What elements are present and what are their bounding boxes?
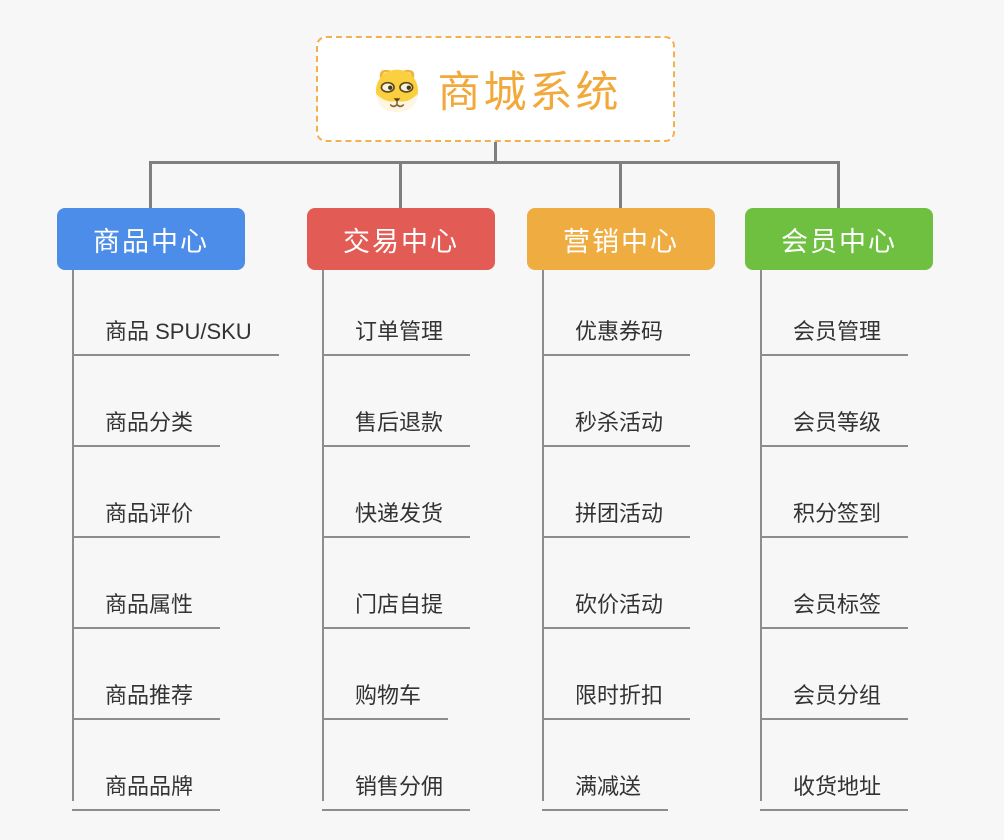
dog-face-icon bbox=[370, 62, 424, 116]
node-item-label: 门店自提 bbox=[355, 592, 444, 617]
node-item[interactable]: 会员等级 bbox=[760, 356, 909, 447]
branch-label: 交易中心 bbox=[343, 226, 459, 257]
branch-label: 营销中心 bbox=[563, 226, 679, 257]
node-item-label: 会员管理 bbox=[793, 319, 882, 344]
branch-items-marketing: 优惠券码 秒杀活动 拼团活动 砍价活动 限时折扣 满减送 bbox=[542, 265, 691, 811]
node-item-label: 销售分佣 bbox=[355, 774, 444, 799]
node-item[interactable]: 优惠券码 bbox=[542, 265, 691, 356]
node-item[interactable]: 商品分类 bbox=[72, 356, 221, 447]
node-item[interactable]: 商品推荐 bbox=[72, 629, 221, 720]
node-item-label: 优惠券码 bbox=[575, 319, 664, 344]
node-item-label: 快递发货 bbox=[355, 501, 444, 526]
node-item-label: 售后退款 bbox=[355, 410, 444, 435]
node-item-label: 订单管理 bbox=[355, 319, 444, 344]
node-item[interactable]: 销售分佣 bbox=[322, 720, 471, 811]
branch-items-product: 商品 SPU/SKU 商品分类 商品评价 商品属性 商品推荐 商品品牌 bbox=[72, 265, 279, 811]
connector-drop-trade bbox=[399, 161, 402, 209]
node-item[interactable]: 快递发货 bbox=[322, 447, 471, 538]
node-item-label: 砍价活动 bbox=[575, 592, 664, 617]
node-item[interactable]: 会员标签 bbox=[760, 538, 909, 629]
node-item[interactable]: 商品 SPU/SKU bbox=[72, 265, 279, 356]
root-title: 商城系统 bbox=[437, 69, 622, 117]
connector-root-stub bbox=[494, 142, 497, 163]
connector-drop-member bbox=[837, 161, 840, 209]
node-item-label: 积分签到 bbox=[793, 501, 882, 526]
node-item[interactable]: 收货地址 bbox=[760, 720, 909, 811]
connector-rail bbox=[149, 161, 840, 164]
node-item[interactable]: 商品评价 bbox=[72, 447, 221, 538]
node-item[interactable]: 限时折扣 bbox=[542, 629, 691, 720]
connector-stem bbox=[760, 270, 762, 801]
node-item[interactable]: 订单管理 bbox=[322, 265, 471, 356]
branch-trade-center[interactable]: 交易中心 bbox=[307, 208, 495, 270]
node-item[interactable]: 秒杀活动 bbox=[542, 356, 691, 447]
node-item-label: 商品 SPU/SKU bbox=[105, 319, 252, 344]
connector-stem bbox=[72, 270, 74, 801]
branch-marketing-center[interactable]: 营销中心 bbox=[527, 208, 715, 270]
node-item-label: 商品属性 bbox=[105, 592, 194, 617]
node-item[interactable]: 砍价活动 bbox=[542, 538, 691, 629]
node-item[interactable]: 拼团活动 bbox=[542, 447, 691, 538]
node-item-label: 商品分类 bbox=[105, 410, 194, 435]
node-item-label: 收货地址 bbox=[793, 774, 882, 799]
node-item[interactable]: 售后退款 bbox=[322, 356, 471, 447]
node-item-label: 会员分组 bbox=[793, 683, 882, 708]
branch-label: 会员中心 bbox=[781, 226, 897, 257]
branch-member-center[interactable]: 会员中心 bbox=[745, 208, 933, 270]
branch-product-center[interactable]: 商品中心 bbox=[57, 208, 245, 270]
node-item[interactable]: 会员分组 bbox=[760, 629, 909, 720]
node-item-label: 商品品牌 bbox=[105, 774, 194, 799]
node-item[interactable]: 购物车 bbox=[322, 629, 449, 720]
node-item[interactable]: 积分签到 bbox=[760, 447, 909, 538]
connector-stem bbox=[322, 270, 324, 801]
node-item-label: 拼团活动 bbox=[575, 501, 664, 526]
node-item-label: 限时折扣 bbox=[575, 683, 664, 708]
node-item[interactable]: 会员管理 bbox=[760, 265, 909, 356]
node-item[interactable]: 商品品牌 bbox=[72, 720, 221, 811]
node-item-label: 会员标签 bbox=[793, 592, 882, 617]
connector-drop-product bbox=[149, 161, 152, 209]
node-item-label: 秒杀活动 bbox=[575, 410, 664, 435]
node-item-label: 商品推荐 bbox=[105, 683, 194, 708]
node-item-label: 满减送 bbox=[575, 774, 642, 799]
root-node[interactable]: 商城系统 bbox=[316, 36, 675, 142]
connector-stem bbox=[542, 270, 544, 801]
node-item[interactable]: 商品属性 bbox=[72, 538, 221, 629]
node-item-label: 购物车 bbox=[355, 683, 422, 708]
branch-label: 商品中心 bbox=[93, 226, 209, 257]
branch-items-member: 会员管理 会员等级 积分签到 会员标签 会员分组 收货地址 bbox=[760, 265, 909, 811]
node-item[interactable]: 门店自提 bbox=[322, 538, 471, 629]
node-item-label: 会员等级 bbox=[793, 410, 882, 435]
node-item-label: 商品评价 bbox=[105, 501, 194, 526]
node-item[interactable]: 满减送 bbox=[542, 720, 669, 811]
connector-drop-marketing bbox=[619, 161, 622, 209]
branch-items-trade: 订单管理 售后退款 快递发货 门店自提 购物车 销售分佣 bbox=[322, 265, 471, 811]
